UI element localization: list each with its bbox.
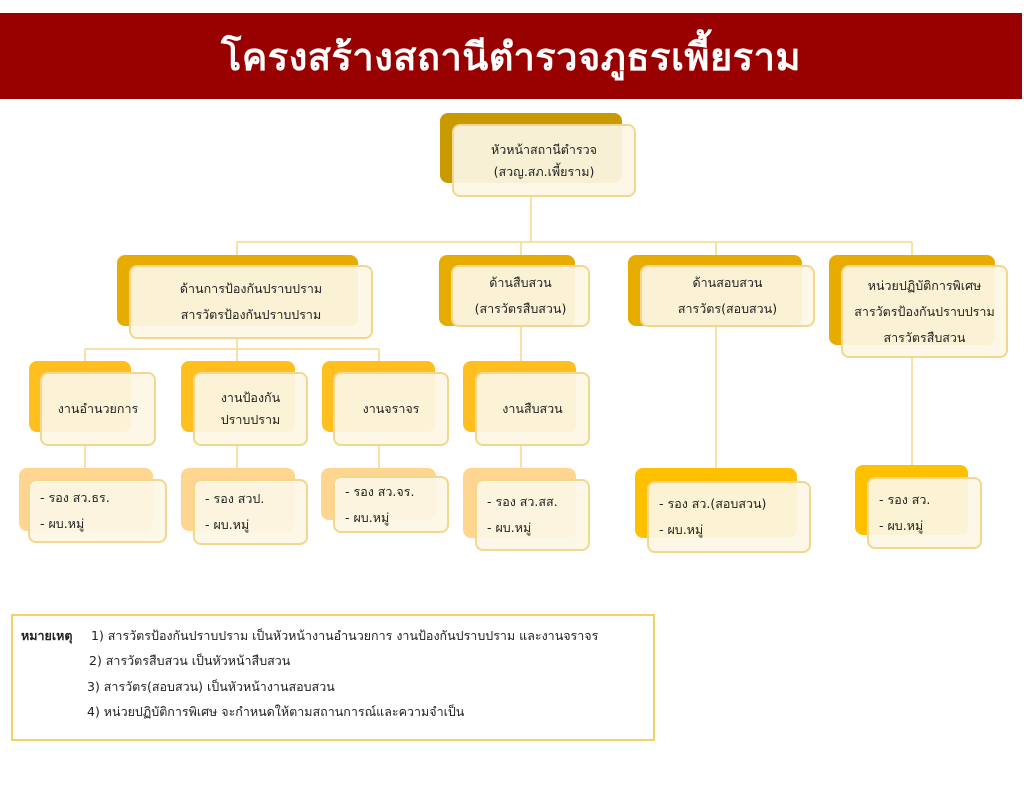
node-text: ด้านการป้องกันปราบปราม: [179, 281, 323, 296]
node-text: งานจราจร: [362, 401, 420, 416]
page-title: โครงสร้างสถานีตำรวจภูธรเพี้ยราม: [220, 34, 802, 79]
connector-units: [84, 446, 522, 468]
node-text: ด้านสืบสวน: [489, 275, 552, 290]
note-box: หมายเหตุ 1) สารวัตรป้องกันปราบปราม เป็นห…: [11, 614, 655, 741]
note-label: หมายเหตุ: [21, 628, 73, 643]
node-text: หน่วยปฏิบัติการพิเศษ: [867, 277, 982, 293]
node-text: - ผบ.หมู่: [40, 516, 85, 531]
node-text: - รอง สว.ธร.: [40, 490, 110, 505]
node-text: งานสืบสวน: [502, 401, 563, 416]
node-text: สารวัตร(สอบสวน): [677, 301, 778, 316]
node-text: - รอง สว.(สอบสวน): [659, 496, 767, 511]
node-text: สารวัตรป้องกันปราบปราม: [854, 303, 995, 319]
note-item: 4) หน่วยปฏิบัติการพิเศษ จะกำหนดให้ตามสถา…: [87, 704, 465, 719]
node-text: - ผบ.หมู่: [487, 520, 532, 535]
node-text: งานอำนวยการ: [57, 401, 139, 416]
page-header: โครงสร้างสถานีตำรวจภูธรเพี้ยราม: [0, 13, 1022, 99]
note-item: 3) สารวัตร(สอบสวน) เป็นหัวหน้างานสอบสวน: [87, 679, 335, 694]
node-text: - ผบ.หมู่: [205, 517, 250, 532]
connector-root: [236, 197, 913, 255]
node-text: ปราบปราม: [220, 412, 281, 427]
connector-prevention: [84, 339, 380, 361]
node-text: ด้านสอบสวน: [692, 275, 763, 290]
note-item: 2) สารวัตรสืบสวน เป็นหัวหน้าสืบสวน: [89, 653, 291, 668]
node-text: - ผบ.หมู่: [345, 509, 390, 525]
node-text: - รอง สว.สส.: [487, 494, 558, 509]
node-text: - ผบ.หมู่: [879, 518, 924, 533]
node-text: - รอง สว.จร.: [345, 483, 415, 499]
node-text: - รอง สวป.: [205, 491, 265, 506]
node-text: (สวญ.สภ.เพี้ยราม): [493, 163, 595, 179]
node-text: (สารวัตรสืบสวน): [474, 301, 567, 316]
node-text: สารวัตรสืบสวน: [883, 329, 966, 345]
note-item: 1) สารวัตรป้องกันปราบปราม เป็นหัวหน้างาน…: [91, 628, 599, 643]
node-text: สารวัตรป้องกันปราบปราม: [180, 307, 322, 322]
node-text: งานป้องกัน: [220, 390, 281, 405]
node-text: - รอง สว.: [879, 492, 931, 507]
node-text: - ผบ.หมู่: [659, 522, 704, 537]
node-text: หัวหน้าสถานีตำรวจ: [490, 141, 598, 157]
